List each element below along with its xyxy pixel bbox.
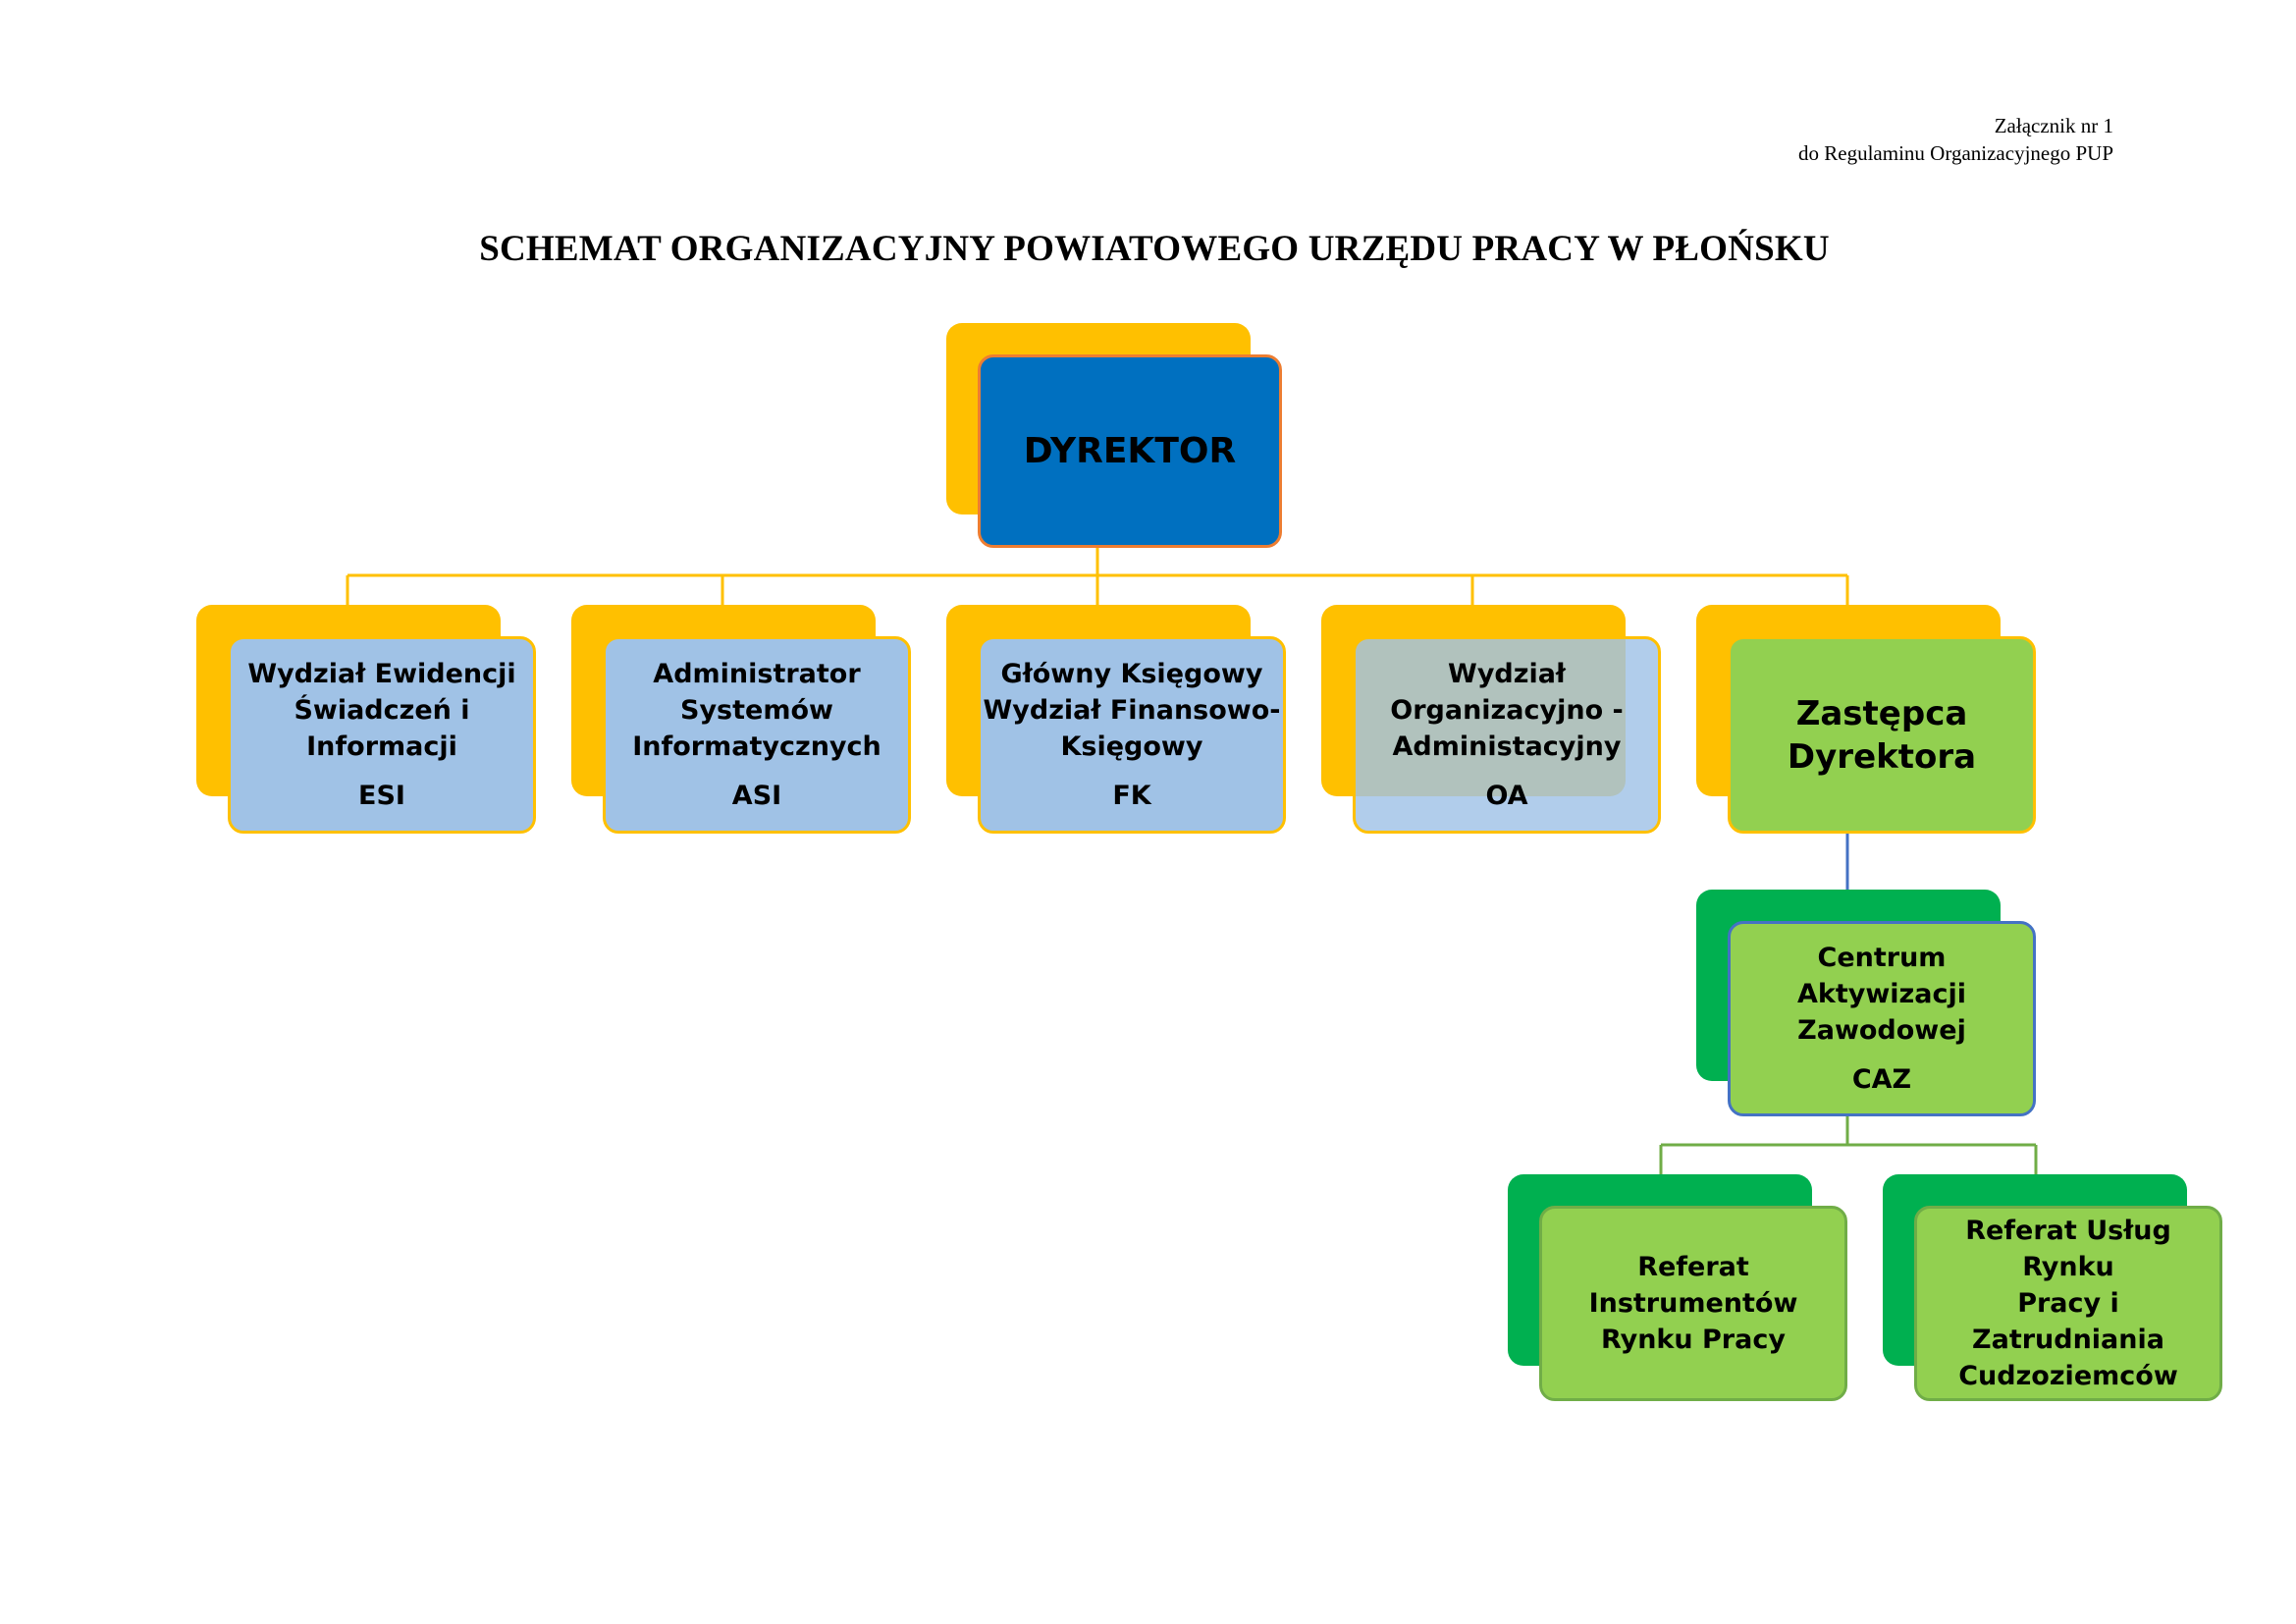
annex-note: Załącznik nr 1 do Regulaminu Organizacyj…	[1524, 112, 2113, 167]
fk-abbr: FK	[1112, 781, 1151, 811]
caz-box: Centrum Aktywizacji Zawodowej CAZ	[1728, 921, 2036, 1116]
fk-box: Główny Księgowy Wydział Finansowo- Księg…	[978, 636, 1286, 834]
asi-abbr: ASI	[731, 781, 782, 811]
page-title: SCHEMAT ORGANIZACYJNY POWIATOWEGO URZĘDU…	[479, 229, 1830, 269]
caz-label: Centrum Aktywizacji Zawodowej	[1796, 943, 1966, 1046]
esi-abbr: ESI	[358, 781, 405, 811]
deputy-box: Zastępca Dyrektora	[1728, 636, 2036, 834]
rirp-label: Referat Instrumentów Rynku Pracy	[1588, 1252, 1798, 1355]
oa-box: Wydział Organizacyjno - Administacyjny O…	[1353, 636, 1661, 834]
deputy-label: Zastępca Dyrektora	[1787, 693, 1977, 777]
director-box: DYREKTOR	[978, 354, 1282, 548]
annex-line-2: do Regulaminu Organizacyjnego PUP	[1798, 141, 2113, 165]
rurp-box: Referat Usług Rynku Pracy i Zatrudniania…	[1914, 1206, 2222, 1401]
oa-label: Wydział Organizacyjno - Administacyjny	[1390, 659, 1624, 762]
rirp-box: Referat Instrumentów Rynku Pracy	[1539, 1206, 1847, 1401]
asi-box: Administrator Systemów Informatycznych A…	[603, 636, 911, 834]
director-label: DYREKTOR	[1023, 430, 1237, 471]
annex-line-1: Załącznik nr 1	[1994, 114, 2113, 137]
fk-label: Główny Księgowy Wydział Finansowo- Księg…	[983, 659, 1281, 762]
esi-label: Wydział Ewidencji Świadczeń i Informacji	[247, 659, 516, 762]
rurp-label: Referat Usług Rynku Pracy i Zatrudniania…	[1958, 1216, 2178, 1391]
caz-abbr: CAZ	[1851, 1064, 1912, 1095]
asi-label: Administrator Systemów Informatycznych	[632, 659, 881, 762]
esi-box: Wydział Ewidencji Świadczeń i Informacji…	[228, 636, 536, 834]
oa-abbr: OA	[1485, 781, 1528, 811]
